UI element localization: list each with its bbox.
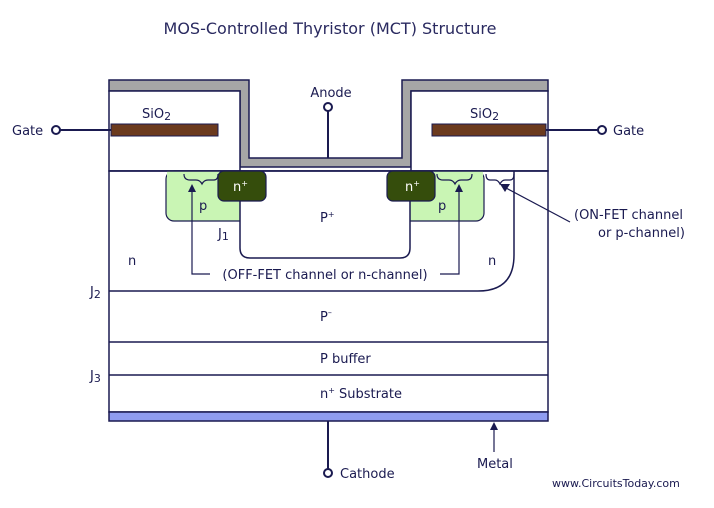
oxide-label-left: SiO2 — [142, 107, 171, 123]
metal-label: Metal — [477, 457, 513, 472]
diagram-title: MOS-Controlled Thyristor (MCT) Structure — [164, 19, 497, 38]
bottom-metal-cathode — [108, 411, 549, 422]
p-label-right: p — [438, 199, 446, 214]
junction-j3-label: J3 — [89, 369, 101, 385]
off-fet-brace-left — [183, 173, 219, 186]
n-substrate-label: n+Substrate — [320, 386, 402, 402]
on-fet-arrow — [505, 187, 571, 223]
off-fet-arrowhead-right — [455, 184, 463, 192]
gate-label-right: Gate — [613, 124, 644, 139]
n-plus-label-right: n+ — [405, 179, 420, 195]
p-label-left: p — [199, 199, 207, 214]
metal-arrowhead — [490, 422, 498, 430]
p-plus-label: P+ — [320, 210, 335, 226]
oxide-label-right: SiO2 — [470, 107, 499, 123]
gate-poly-left — [110, 123, 219, 137]
off-fet-arrow-left — [191, 190, 210, 275]
gate-terminal-right — [597, 125, 607, 135]
junction-j1-label: J1 — [217, 227, 229, 243]
cathode-terminal — [323, 468, 333, 478]
gate-poly-right — [431, 123, 547, 137]
site-credit: www.CircuitsToday.com — [552, 477, 680, 490]
n-label-right: n — [488, 254, 496, 269]
on-fet-arrowhead — [500, 184, 510, 192]
on-fet-annotation-line1: (ON-FET channel — [574, 208, 683, 223]
n-plus-label-left: n+ — [233, 179, 248, 195]
junction-j2-label: J2 — [89, 285, 101, 301]
anode-label: Anode — [310, 86, 351, 101]
on-fet-annotation-line2: or p-channel) — [598, 226, 685, 241]
n-plus-region-right — [386, 170, 436, 202]
gate-terminal-left — [51, 125, 61, 135]
cathode-label: Cathode — [340, 467, 395, 482]
p-minus-label: P– — [320, 308, 332, 325]
off-fet-brace-right — [436, 173, 473, 186]
junction-j2-boundary — [109, 171, 515, 292]
n-plus-region-left — [217, 170, 267, 202]
n-label-left: n — [128, 254, 136, 269]
off-fet-arrow-right — [440, 190, 460, 275]
off-fet-annotation: (OFF-FET channel or n-channel) — [222, 268, 427, 283]
gate-label-left: Gate — [12, 124, 43, 139]
anode-terminal — [323, 102, 333, 112]
off-fet-arrowhead-left — [188, 184, 196, 192]
p-plus-region — [239, 170, 411, 259]
p-buffer-label: P buffer — [320, 352, 371, 367]
